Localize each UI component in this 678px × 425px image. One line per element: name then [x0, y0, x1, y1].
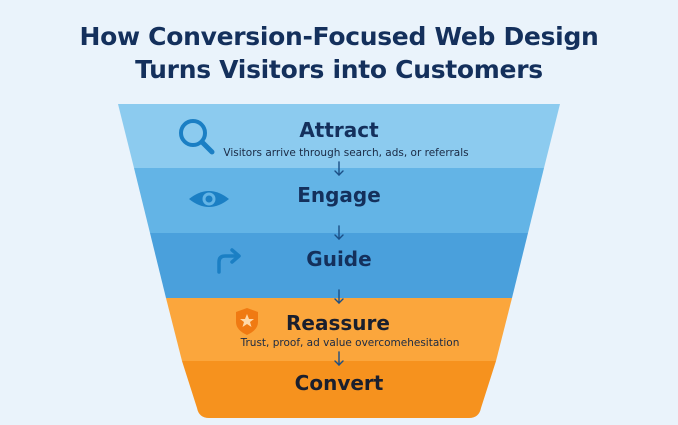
star-badge-icon	[236, 308, 258, 335]
search-icon	[179, 119, 215, 155]
funnel-stage-reassure: Reassure Trust, proof, ad value overcome…	[166, 298, 512, 361]
stage-label-reassure: Reassure	[286, 311, 390, 335]
stage-band-engage	[134, 168, 544, 233]
stage-label-engage: Engage	[297, 183, 381, 207]
funnel-stage-guide: Guide	[150, 233, 528, 298]
eye-icon	[189, 191, 229, 207]
stage-label-attract: Attract	[299, 118, 379, 142]
funnel-stage-attract: Attract Visitors arrive through search, …	[118, 104, 560, 168]
stage-band-attract	[118, 104, 560, 168]
stage-connector-2	[334, 225, 344, 240]
arrow-turn-right-icon	[217, 248, 241, 274]
title-line-1: How Conversion-Focused Web Design	[79, 22, 599, 51]
stage-label-guide: Guide	[306, 247, 371, 271]
stage-connector-3	[334, 289, 344, 304]
stage-subtitle-reassure: Trust, proof, ad value overcomehesitatio…	[240, 337, 460, 349]
stage-band-guide	[150, 233, 528, 298]
stage-band-convert	[182, 361, 496, 418]
diagram-title: How Conversion-Focused Web Design Turns …	[0, 20, 678, 86]
stage-connector-4	[334, 351, 344, 366]
title-line-2: Turns Visitors into Customers	[135, 55, 543, 84]
stage-connector-1	[334, 161, 344, 176]
funnel-stage-convert: Convert	[182, 361, 496, 418]
stage-subtitle-attract: Visitors arrive through search, ads, or …	[223, 147, 468, 159]
funnel-stage-engage: Engage	[134, 168, 544, 233]
stage-label-convert: Convert	[295, 371, 384, 395]
